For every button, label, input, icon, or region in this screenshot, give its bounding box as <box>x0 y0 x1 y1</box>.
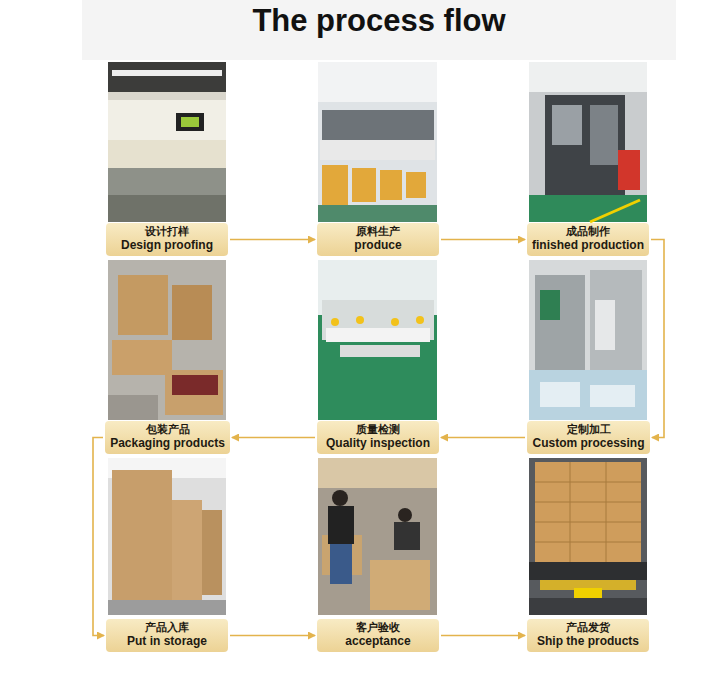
photo-finished <box>529 62 647 222</box>
step-name-en: Packaging products <box>109 436 226 451</box>
step-name-en: Put in storage <box>110 634 224 649</box>
flow-arrow <box>441 239 525 241</box>
step-name-en: Ship the products <box>531 634 645 649</box>
flow-arrow <box>93 438 104 636</box>
step-label: 设计打样Design proofing <box>106 223 228 256</box>
photo-packaging <box>108 260 226 420</box>
step-label: 包装产品Packaging products <box>105 421 230 454</box>
step-name-zh: 包装产品 <box>109 423 226 436</box>
photo-custom <box>529 260 647 420</box>
photo-inspection <box>318 260 437 420</box>
step-name-zh: 成品制作 <box>531 225 645 238</box>
step-name-en: Quality inspection <box>321 436 435 451</box>
step-name-en: finished production <box>531 238 645 253</box>
step-name-zh: 产品发货 <box>531 621 645 634</box>
step-label: 客户验收acceptance <box>317 619 439 652</box>
photo-acceptance <box>318 458 437 615</box>
flow-arrow <box>230 239 315 241</box>
step-label: 成品制作finished production <box>527 223 649 256</box>
step-label: 原料生产produce <box>317 223 439 256</box>
title: The process flow <box>82 2 676 40</box>
photo-shipping <box>529 458 647 615</box>
photo-design <box>108 62 226 222</box>
step-name-zh: 原料生产 <box>321 225 435 238</box>
step-label: 产品入库Put in storage <box>106 619 228 652</box>
step-label: 产品发货Ship the products <box>527 619 649 652</box>
step-name-en: acceptance <box>321 634 435 649</box>
step-name-zh: 定制加工 <box>531 423 646 436</box>
step-label: 定制加工Custom processing <box>527 421 650 454</box>
flow-arrow <box>232 437 315 439</box>
flow-arrow <box>441 635 525 637</box>
flow-arrow <box>230 635 315 637</box>
step-label: 质量检测Quality inspection <box>317 421 439 454</box>
step-name-en: Custom processing <box>531 436 646 451</box>
step-name-en: produce <box>321 238 435 253</box>
step-name-zh: 客户验收 <box>321 621 435 634</box>
step-name-zh: 质量检测 <box>321 423 435 436</box>
flow-arrow <box>441 437 525 439</box>
photo-produce <box>318 62 437 222</box>
step-name-en: Design proofing <box>110 238 224 253</box>
step-name-zh: 产品入库 <box>110 621 224 634</box>
step-name-zh: 设计打样 <box>110 225 224 238</box>
photo-storage <box>108 458 226 615</box>
flow-arrow <box>651 240 664 438</box>
